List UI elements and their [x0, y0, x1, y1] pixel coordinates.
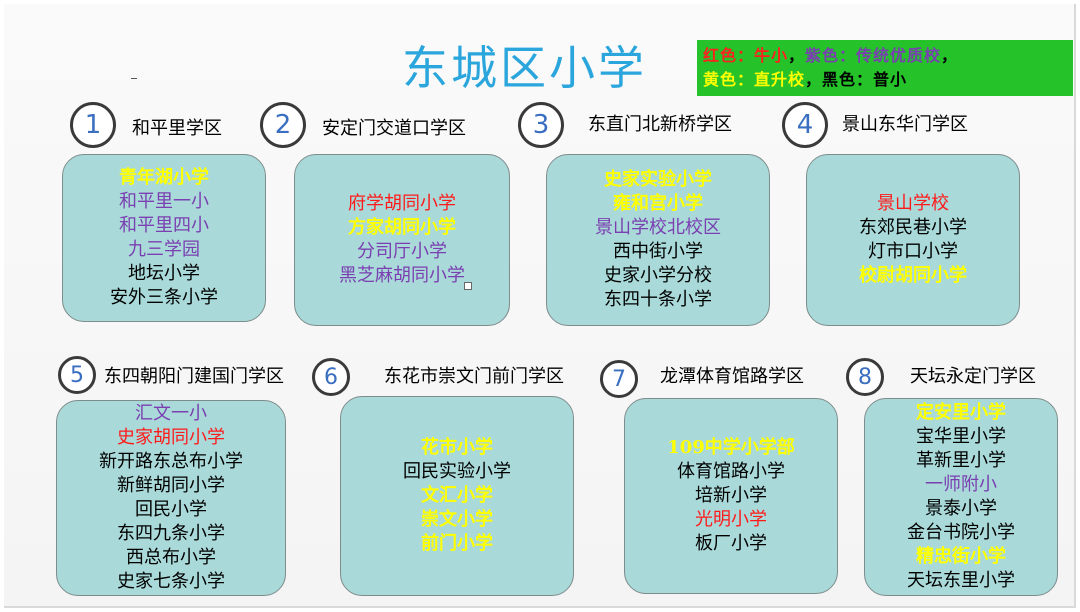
school-item: 府学胡同小学	[348, 193, 456, 214]
legend-sep: ，	[805, 70, 823, 89]
school-item: 一师附小	[925, 474, 997, 495]
district-box-7: 109中学小学部体育馆路小学培新小学光明小学板厂小学	[624, 398, 838, 594]
school-item: 培新小学	[695, 485, 767, 506]
school-item: 雍和宫小学	[613, 193, 703, 214]
school-item: 校尉胡同小学	[859, 265, 967, 286]
school-item: 黑芝麻胡同小学	[339, 265, 465, 286]
district-number-6: 6	[312, 358, 350, 396]
district-box-6: 花市小学回民实验小学文汇小学崇文小学前门小学	[340, 396, 574, 596]
school-item: 灯市口小学	[868, 241, 958, 262]
district-box-4: 景山学校东郊民巷小学灯市口小学校尉胡同小学	[806, 154, 1020, 326]
district-box-3: 史家实验小学雍和宫小学景山学校北校区西中街小学史家小学分校东四十条小学	[546, 154, 770, 326]
school-item: 西中街小学	[613, 241, 703, 262]
school-item: 崇文小学	[421, 509, 493, 530]
school-item: 史家小学分校	[604, 265, 712, 286]
school-item: 体育馆路小学	[677, 461, 785, 482]
school-item: 定安里小学	[916, 402, 1006, 423]
district-number-2: 2	[260, 102, 306, 148]
district-title-1: 和平里学区	[132, 118, 222, 139]
district-title-5: 东四朝阳门建国门学区	[104, 366, 284, 387]
school-item: 方家胡同小学	[348, 217, 456, 238]
page-title: 东城区小学	[402, 41, 647, 95]
school-item: 新鲜胡同小学	[117, 475, 225, 496]
selection-handle	[464, 282, 472, 290]
district-box-5: 汇文一小史家胡同小学新开路东总布小学新鲜胡同小学回民小学东四九条小学西总布小学史…	[56, 400, 286, 596]
school-item: 分司厅小学	[357, 241, 447, 262]
district-title-2: 安定门交道口学区	[322, 118, 466, 139]
color-legend: 红色：牛小，紫色：传统优质校，黄色：直升校，黑色：普小	[697, 40, 1073, 96]
district-title-7: 龙潭体育馆路学区	[660, 366, 804, 387]
school-item: 精忠街小学	[916, 546, 1006, 567]
school-item: 新开路东总布小学	[99, 451, 243, 472]
school-item: 文汇小学	[421, 485, 493, 506]
school-item: 金台书院小学	[907, 522, 1015, 543]
school-item: 东四十条小学	[604, 289, 712, 310]
school-item: 板厂小学	[695, 533, 767, 554]
stray-mark	[131, 78, 137, 79]
school-item: 景泰小学	[925, 498, 997, 519]
district-box-8: 定安里小学宝华里小学革新里小学一师附小景泰小学金台书院小学精忠街小学天坛东里小学	[864, 398, 1058, 596]
slide: 东城区小学 红色：牛小，紫色：传统优质校，黄色：直升校，黑色：普小 1 和平里学…	[4, 4, 1076, 608]
school-item: 和平里四小	[119, 215, 209, 236]
school-item: 安外三条小学	[110, 287, 218, 308]
district-title-3: 东直门北新桥学区	[588, 114, 732, 135]
school-item: 史家胡同小学	[117, 427, 225, 448]
school-item: 革新里小学	[916, 450, 1006, 471]
school-item: 青年湖小学	[119, 167, 209, 188]
district-title-4: 景山东华门学区	[842, 114, 968, 135]
legend-sep: ，	[788, 46, 806, 65]
district-number-5: 5	[58, 356, 96, 394]
school-item: 天坛东里小学	[907, 570, 1015, 591]
school-item: 宝华里小学	[916, 426, 1006, 447]
school-item: 前门小学	[421, 533, 493, 554]
school-item: 109中学小学部	[667, 437, 795, 458]
district-title-6: 东花市崇文门前门学区	[384, 366, 564, 387]
district-number-3: 3	[518, 102, 564, 148]
school-item: 回民实验小学	[403, 461, 511, 482]
district-number-8: 8	[846, 358, 884, 396]
school-item: 东四九条小学	[117, 523, 225, 544]
legend-sep: ，	[941, 46, 959, 65]
district-number-7: 7	[600, 360, 638, 398]
district-title-8: 天坛永定门学区	[910, 366, 1036, 387]
school-item: 景山学校北校区	[595, 217, 721, 238]
legend-purple: 紫色：传统优质校	[805, 46, 942, 65]
school-item: 西总布小学	[126, 547, 216, 568]
legend-yellow: 黄色：直升校	[703, 70, 806, 89]
district-number-1: 1	[70, 102, 116, 148]
school-item: 史家实验小学	[604, 169, 712, 190]
school-item: 汇文一小	[135, 403, 207, 424]
school-item: 九三学园	[128, 239, 200, 260]
school-item: 光明小学	[695, 509, 767, 530]
school-item: 东郊民巷小学	[859, 217, 967, 238]
legend-black: 黑色：普小	[822, 70, 908, 89]
school-item: 回民小学	[135, 499, 207, 520]
district-number-4: 4	[782, 102, 828, 148]
school-item: 景山学校	[877, 193, 949, 214]
school-item: 和平里一小	[119, 191, 209, 212]
school-item: 史家七条小学	[117, 571, 225, 592]
school-item: 地坛小学	[128, 263, 200, 284]
district-box-1: 青年湖小学和平里一小和平里四小九三学园地坛小学安外三条小学	[62, 154, 266, 322]
school-item: 花市小学	[421, 437, 493, 458]
district-box-2: 府学胡同小学方家胡同小学分司厅小学黑芝麻胡同小学	[294, 154, 510, 326]
legend-red: 红色：牛小	[703, 46, 789, 65]
